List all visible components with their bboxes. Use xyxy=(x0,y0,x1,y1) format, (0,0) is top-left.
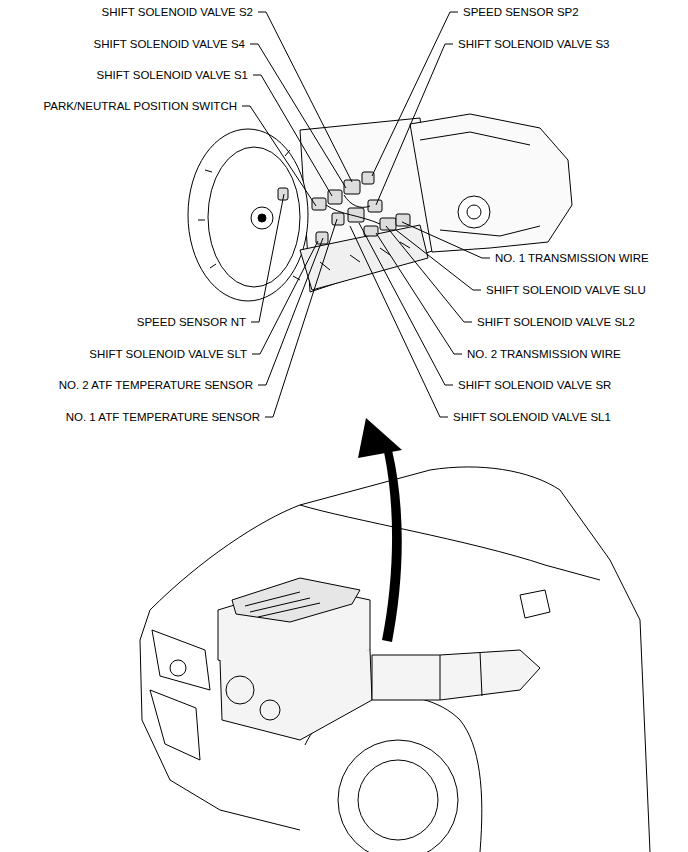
part-label: NO. 1 ATF TEMPERATURE SENSOR xyxy=(64,410,262,424)
part-label: PARK/NEUTRAL POSITION SWITCH xyxy=(41,99,239,113)
leader-line xyxy=(372,12,458,176)
part-label: SHIFT SOLENOID VALVE SLU xyxy=(484,283,648,297)
part-label: NO. 2 ATF TEMPERATURE SENSOR xyxy=(57,378,255,392)
leader-line xyxy=(386,226,472,322)
part-label: SHIFT SOLENOID VALVE SR xyxy=(456,378,613,392)
part-label: SHIFT SOLENOID VALVE S3 xyxy=(456,37,611,51)
transmission xyxy=(188,114,572,301)
leader-line xyxy=(250,44,346,188)
part-label: SHIFT SOLENOID VALVE SLT xyxy=(87,347,249,361)
part-label: NO. 2 TRANSMISSION WIRE xyxy=(465,347,623,361)
part-label: SHIFT SOLENOID VALVE S4 xyxy=(92,37,247,51)
part-label: NO. 1 TRANSMISSION WIRE xyxy=(493,251,651,265)
part-label: SHIFT SOLENOID VALVE S2 xyxy=(100,5,255,19)
valve-body-parts xyxy=(278,172,410,244)
leader-line xyxy=(251,194,284,322)
leader-line xyxy=(242,106,316,206)
part-label: SPEED SENSOR NT xyxy=(135,315,248,329)
part-label: SHIFT SOLENOID VALVE SL2 xyxy=(475,315,637,329)
leader-line xyxy=(359,223,453,385)
vehicle xyxy=(140,467,650,852)
part-label: SHIFT SOLENOID VALVE SL1 xyxy=(451,410,613,424)
leader-line xyxy=(258,12,352,182)
leader-line xyxy=(396,230,481,290)
part-label: SPEED SENSOR SP2 xyxy=(461,5,581,19)
leader-line xyxy=(376,44,453,205)
leader-line xyxy=(350,226,448,417)
leader-line xyxy=(253,75,332,196)
leader-line xyxy=(265,219,337,417)
part-label: SHIFT SOLENOID VALVE S1 xyxy=(95,68,250,82)
leader-line xyxy=(402,222,490,258)
